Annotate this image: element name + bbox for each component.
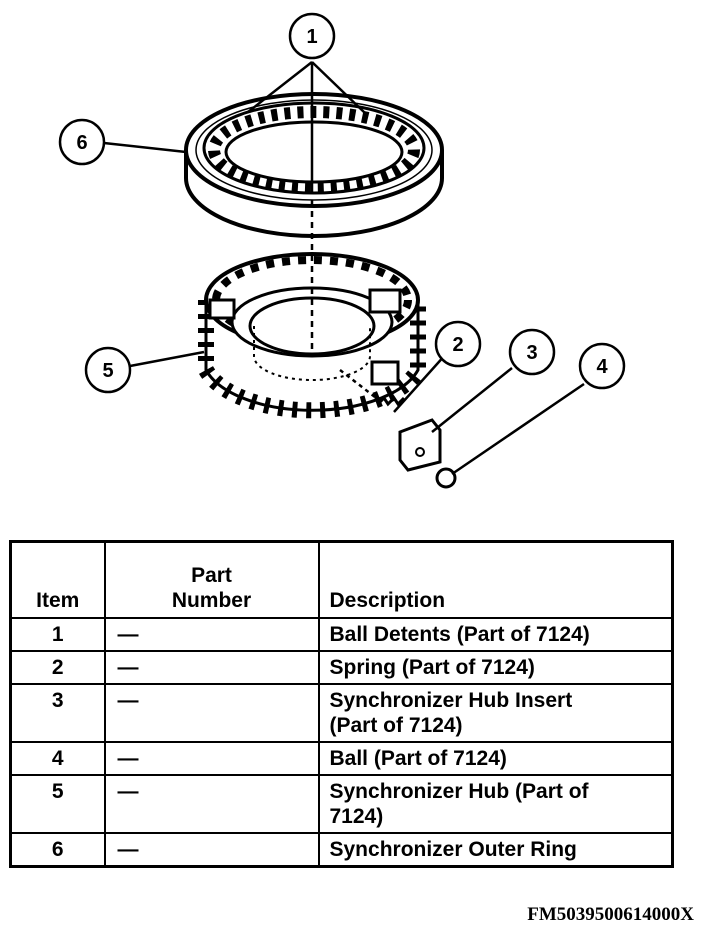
callout-1: 1 <box>288 12 336 60</box>
callout-3: 3 <box>508 328 556 376</box>
cell-description: Ball (Part of 7124) <box>317 741 674 776</box>
cell-item: 6 <box>9 832 106 868</box>
cell-part-number: — <box>103 617 320 652</box>
desc-line: (Part of 7124) <box>329 714 463 737</box>
spring <box>376 395 406 407</box>
cell-item: 1 <box>9 617 106 652</box>
ball <box>435 467 457 489</box>
svg-text:5: 5 <box>102 360 113 382</box>
table-row: 6 — Synchronizer Outer Ring <box>9 832 674 868</box>
svg-text:1: 1 <box>306 26 317 48</box>
svg-text:2: 2 <box>452 334 463 356</box>
desc-line: Ball Detents (Part of 7124) <box>329 623 590 646</box>
table-row: 2 — Spring (Part of 7124) <box>9 650 674 685</box>
cell-part-number: — <box>103 650 320 685</box>
synchronizer-hub-insert <box>398 418 442 472</box>
callout-2: 2 <box>434 320 482 368</box>
callout-5: 5 <box>84 346 132 394</box>
figure-id: FM5039500614000X <box>527 904 694 925</box>
desc-line: Ball (Part of 7124) <box>329 747 507 770</box>
table-row: 4 — Ball (Part of 7124) <box>9 741 674 776</box>
desc-line: Spring (Part of 7124) <box>329 656 535 679</box>
cell-item: 5 <box>9 774 106 834</box>
table-header-row: Item Part Number Description <box>9 540 674 619</box>
desc-line: Synchronizer Hub Insert <box>329 689 573 712</box>
callout-4: 4 <box>578 342 626 390</box>
synchronizer-exploded-diagram: 1 6 5 2 3 4 <box>58 12 626 489</box>
synchronizer-outer-ring <box>184 92 444 238</box>
cell-item: 3 <box>9 683 106 743</box>
callout-6: 6 <box>58 118 106 166</box>
svg-text:4: 4 <box>596 356 608 378</box>
cell-item: 4 <box>9 741 106 776</box>
desc-line: Synchronizer Outer Ring <box>329 838 577 861</box>
cell-part-number: — <box>103 683 320 743</box>
desc-line: Synchronizer Hub (Part of <box>329 780 589 803</box>
cell-part-number: — <box>103 741 320 776</box>
cell-description: Synchronizer Hub Insert(Part of 7124) <box>317 683 674 743</box>
header-part-line2: Number <box>171 589 252 612</box>
header-item: Item <box>9 540 106 619</box>
cell-part-number: — <box>103 774 320 834</box>
leader-lines <box>103 61 585 476</box>
table-row: 1 — Ball Detents (Part of 7124) <box>9 617 674 652</box>
parts-table: Item Part Number Description 1 — Ball De… <box>9 540 674 868</box>
cell-part-number: — <box>103 832 320 868</box>
header-description: Description <box>317 540 674 619</box>
svg-text:3: 3 <box>526 342 537 364</box>
table-row: 3 — Synchronizer Hub Insert(Part of 7124… <box>9 683 674 743</box>
cell-description: Spring (Part of 7124) <box>317 650 674 685</box>
header-part-number: Part Number <box>103 540 320 619</box>
header-part-line1: Part <box>191 564 232 587</box>
desc-line: 7124) <box>329 805 384 828</box>
svg-text:6: 6 <box>76 132 87 154</box>
cell-item: 2 <box>9 650 106 685</box>
cell-description: Synchronizer Outer Ring <box>317 832 674 868</box>
cell-description: Ball Detents (Part of 7124) <box>317 617 674 652</box>
